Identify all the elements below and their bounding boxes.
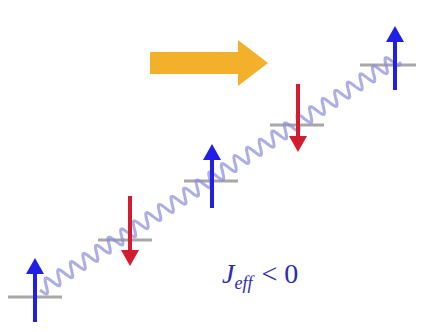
symbol-j: J <box>222 258 234 289</box>
wavy-coupling <box>40 58 400 294</box>
subscript-eff: eff <box>234 273 252 293</box>
relation-text: < 0 <box>261 258 298 289</box>
spin-arrows <box>26 26 404 322</box>
direction-arrow <box>150 40 268 86</box>
coupling-formula: Jeff < 0 <box>222 258 298 294</box>
